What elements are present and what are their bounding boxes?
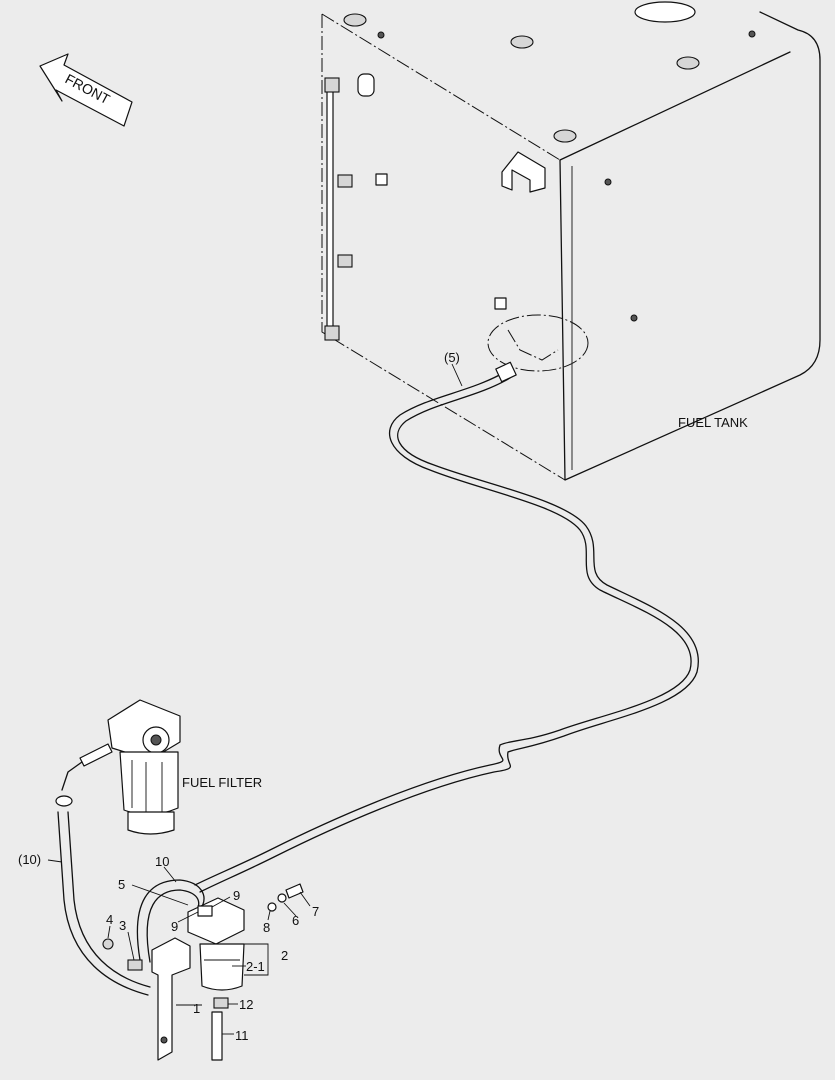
- outlet-hidden-pipe: [507, 329, 559, 361]
- hose-10-clamp: [55, 795, 73, 807]
- washer-6: [277, 893, 287, 903]
- callout-7: 7: [312, 904, 319, 919]
- leader-3: [127, 931, 135, 961]
- callout-6: 6: [292, 913, 299, 928]
- leader-9b: [177, 911, 199, 923]
- bolt-7: [285, 883, 304, 899]
- hose-loop-b: [146, 889, 200, 963]
- front-arrow: FRONT: [39, 53, 133, 127]
- hose-loop-a: [136, 879, 205, 961]
- fuel-filter: FUEL FILTER: [79, 699, 262, 835]
- tank-nut-2: [494, 297, 507, 310]
- fuel-tank-label: FUEL TANK: [678, 415, 748, 430]
- tank-plug-3: [604, 178, 612, 186]
- callouts: 1 2 2-1 3 4 5 6 7 8 9 9 10 11 12: [106, 854, 319, 1043]
- hose-5-tank-fitting: [495, 361, 517, 383]
- tank-top-front-edge: [559, 51, 791, 161]
- callout-1: 1: [193, 1001, 200, 1016]
- leader-5: [131, 884, 189, 906]
- tank-plug-1: [377, 31, 385, 39]
- leader-2: [244, 943, 269, 976]
- outlet-hidden-ring: [487, 314, 589, 372]
- tank-top-edge: [321, 13, 561, 161]
- callout-5: 5: [118, 877, 125, 892]
- callout-9a: 9: [233, 888, 240, 903]
- leader-4: [107, 925, 111, 939]
- gauge-fitting-top: [324, 77, 340, 93]
- leader-9a: [211, 896, 231, 908]
- hose-5: (5): [194, 350, 699, 893]
- elbow-fitting: [357, 73, 375, 97]
- callout-4: 4: [106, 912, 113, 927]
- washer-8: [267, 902, 277, 912]
- tank-hidden-edge: [321, 14, 566, 481]
- tank-boss-4: [553, 129, 577, 143]
- tank-plug-2: [748, 30, 756, 38]
- filter-inlet-fitting: [79, 743, 113, 767]
- tank-boss-1: [343, 13, 367, 27]
- front-arrow-shape: [39, 53, 133, 127]
- gauge-fitting-bottom: [324, 325, 340, 341]
- drain-hose-11: [211, 1011, 223, 1061]
- hose-10: (10): [18, 761, 151, 996]
- filter-element: [119, 751, 179, 816]
- tank-front-face: [559, 11, 821, 481]
- tank-boss-3: [676, 56, 700, 70]
- leader-6: [283, 902, 297, 917]
- hose-10-upper: [61, 761, 83, 791]
- hose-5-line-a: [194, 371, 692, 886]
- pre-filter-bowl: [199, 943, 245, 991]
- tank-cap: [634, 1, 696, 23]
- gauge-clamp-1: [337, 174, 353, 188]
- level-gauge-tube: [326, 81, 334, 336]
- filter-head-port: [150, 734, 162, 746]
- hose-10-label: (10): [18, 852, 41, 867]
- callout-2: 2: [281, 948, 288, 963]
- callout-leaders: [107, 866, 311, 1035]
- gauge-clamp-2: [337, 254, 353, 268]
- callout-11: 11: [235, 1028, 249, 1043]
- leader-10: [163, 866, 177, 883]
- hose-5-line-b: [199, 377, 699, 893]
- callout-3: 3: [119, 918, 126, 933]
- callout-8: 8: [263, 920, 270, 935]
- leader-7: [299, 891, 311, 907]
- hose-5-label: (5): [444, 350, 460, 365]
- callout-9b: 9: [171, 919, 178, 934]
- tank-bracket: [501, 151, 546, 193]
- hose-10-line-b: [67, 811, 151, 988]
- bracket-hole: [160, 1036, 168, 1044]
- callout-2-1: 2-1: [246, 959, 265, 974]
- callout-10: 10: [155, 854, 169, 869]
- callout-12: 12: [239, 997, 253, 1012]
- tank-nut-1: [375, 173, 388, 186]
- fuel-tank: FUEL TANK: [321, 1, 821, 481]
- filter-head: [107, 699, 181, 761]
- filter-bowl: [127, 811, 175, 835]
- tank-boss-2: [510, 35, 534, 49]
- bracket-part-1: [151, 937, 191, 1061]
- pre-filter-assembly: [102, 879, 304, 1061]
- clamp-3: [127, 959, 143, 971]
- drain-cock-12: [213, 997, 229, 1009]
- hose-5-leader: [451, 363, 463, 387]
- nut-4: [102, 938, 114, 950]
- fitting-9: [197, 905, 213, 917]
- fuel-filter-label: FUEL FILTER: [182, 775, 262, 790]
- tank-plug-4: [630, 314, 638, 322]
- hose-10-leader: [47, 859, 63, 863]
- hose-10-line-a: [57, 811, 149, 996]
- leader-8: [267, 910, 271, 921]
